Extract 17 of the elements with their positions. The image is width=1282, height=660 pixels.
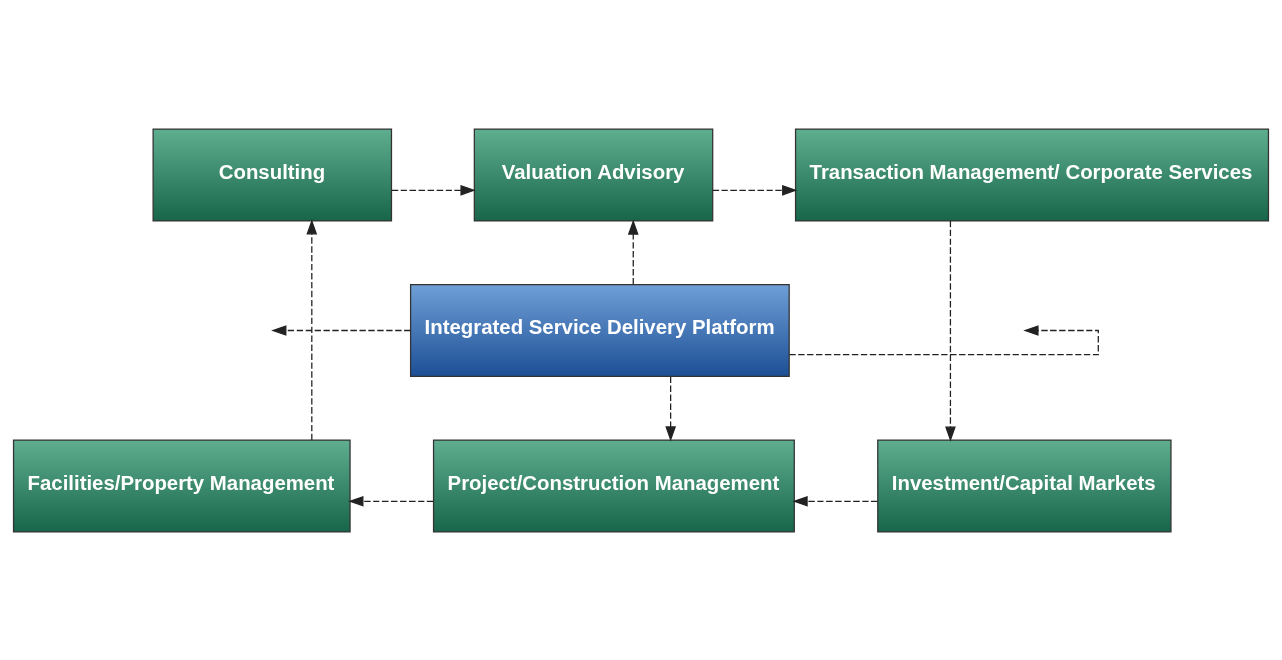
arrow bbox=[945, 219, 956, 442]
arrow bbox=[391, 184, 476, 196]
node-box: Project/Construction Management bbox=[432, 439, 795, 533]
arrow bbox=[712, 184, 798, 196]
node-box: Facilities/Property Management bbox=[12, 439, 351, 533]
arrow bbox=[792, 495, 878, 507]
arrow bbox=[306, 218, 318, 441]
arrow bbox=[271, 324, 411, 336]
arrow bbox=[348, 495, 434, 507]
node-box: Investment/Capital Markets bbox=[877, 439, 1172, 533]
node-box: Consulting bbox=[152, 127, 393, 221]
arrow bbox=[665, 375, 676, 442]
arrow bbox=[788, 324, 1099, 355]
arrow bbox=[627, 218, 639, 285]
node-box: Transaction Management/ Corporate Services bbox=[794, 127, 1270, 221]
node-box: Valuation Advisory bbox=[473, 127, 714, 221]
node-box: Integrated Service Delivery Platform bbox=[409, 283, 790, 377]
